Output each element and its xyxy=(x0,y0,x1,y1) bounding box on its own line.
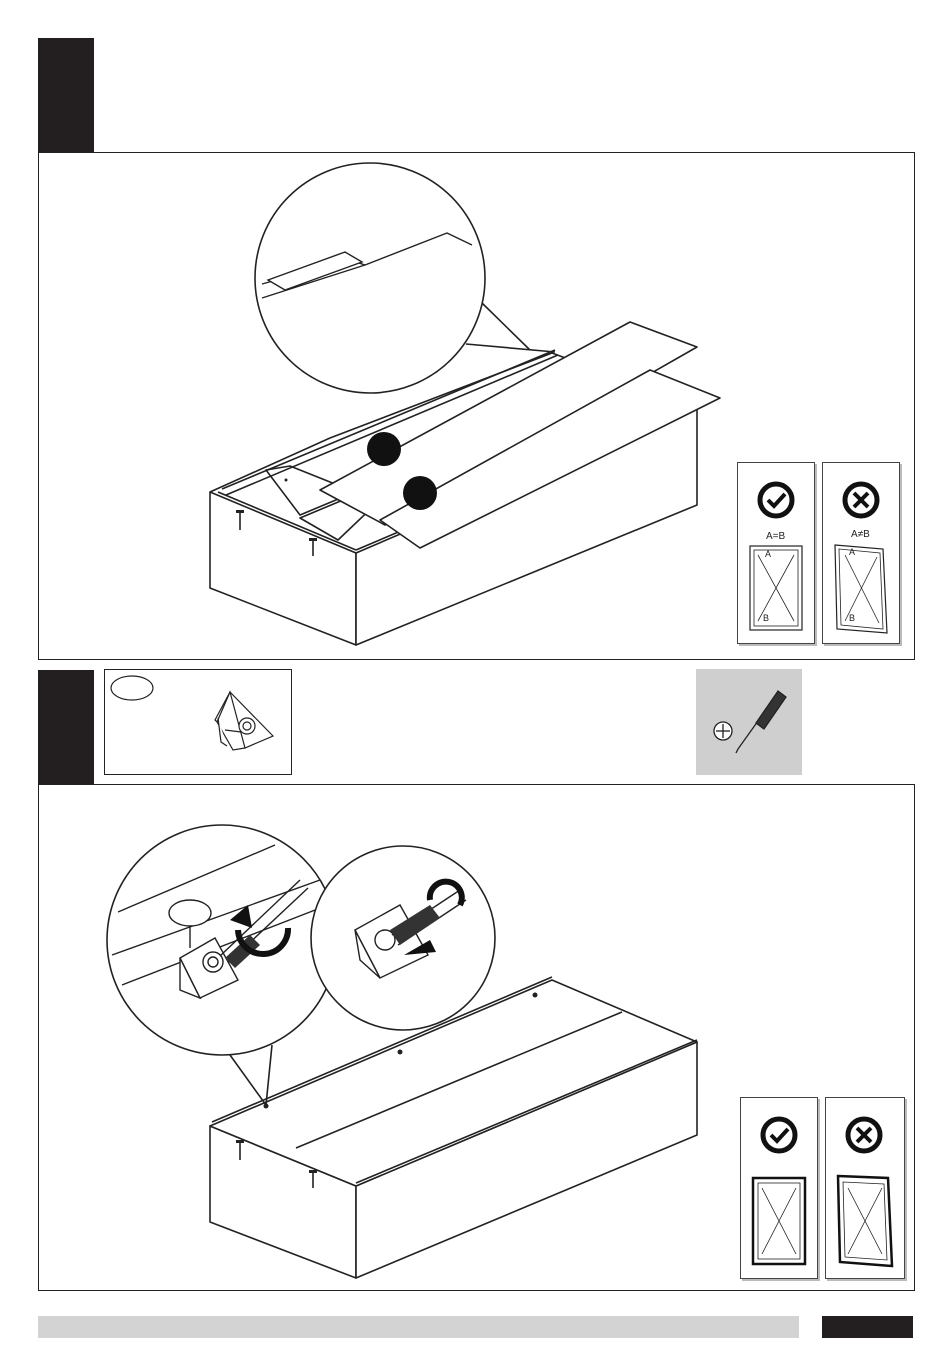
squareness-ok-card xyxy=(740,1097,818,1279)
footer-page-marker xyxy=(822,1316,913,1338)
checkmark-circle-icon xyxy=(763,1119,795,1151)
footer-grey-bar xyxy=(38,1316,799,1338)
cross-circle-icon xyxy=(848,1119,880,1151)
squareness-bad-card xyxy=(825,1097,905,1279)
